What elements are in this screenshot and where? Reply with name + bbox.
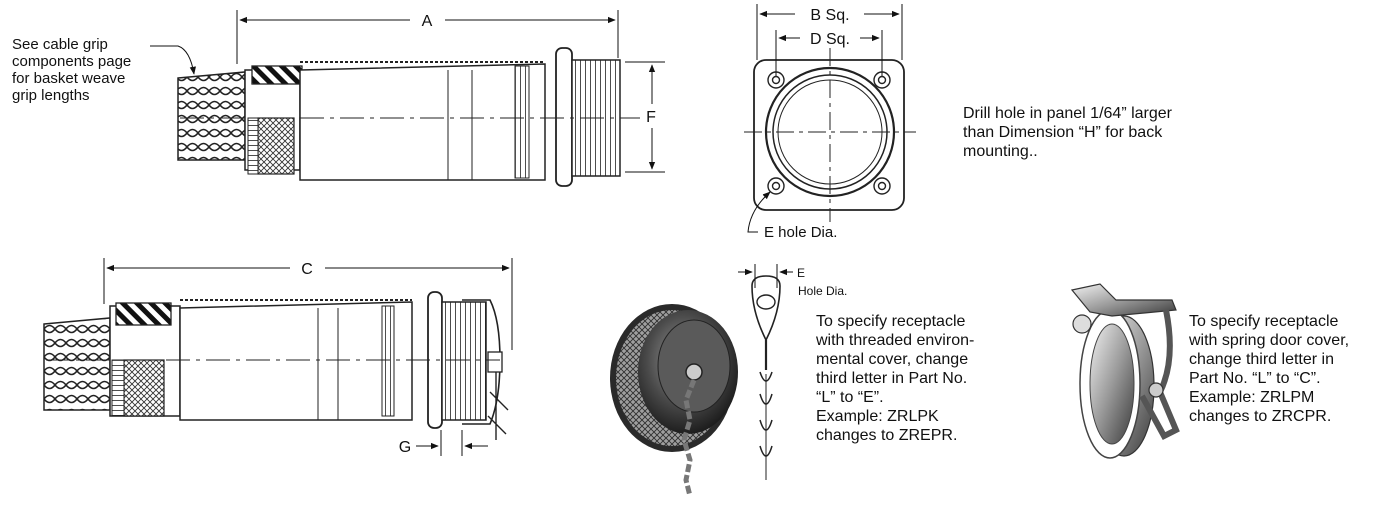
cable-grip-note-line: See cable grip — [12, 36, 108, 53]
cable-grip-leader — [150, 45, 196, 75]
panel-front-view — [744, 48, 916, 222]
dim-hole-dia-label: Hole Dia. — [798, 284, 847, 298]
drill-hole-note: Drill hole in panel 1/64” larger than Di… — [963, 104, 1172, 161]
dimension-g: G — [399, 430, 488, 456]
threaded-note-line: “L” to “E”. — [816, 389, 884, 406]
spring-note-line: with spring door cover, — [1189, 332, 1350, 349]
dim-f-label: F — [646, 109, 656, 126]
cable-grip-note-line: for basket weave — [12, 70, 126, 87]
cable-grip-note-line: components page — [12, 53, 132, 70]
dim-c-label: C — [301, 261, 313, 278]
top-connector-drawing — [177, 47, 640, 187]
dimension-a: A — [236, 10, 619, 64]
threaded-cover-illustration — [610, 304, 738, 497]
dimension-c: C — [103, 258, 513, 350]
chain-strap-drawing — [751, 275, 781, 480]
threaded-note-line: changes to ZREPR. — [816, 427, 958, 444]
dim-e-hole-label: E hole Dia. — [764, 224, 837, 241]
threaded-cover-note: To specify receptacle with threaded envi… — [816, 312, 974, 445]
dim-d-label: D Sq. — [810, 31, 850, 48]
spring-note-line: change third letter in — [1189, 351, 1334, 368]
dim-e-label: E — [797, 266, 805, 280]
spring-note-line: Part No. “L” to “C”. — [1189, 370, 1321, 387]
drill-note-line: Drill hole in panel 1/64” larger — [963, 105, 1172, 122]
spring-cover-note: To specify receptacle with spring door c… — [1189, 312, 1349, 426]
threaded-note-line: with threaded environ- — [816, 332, 975, 349]
spring-note-line: changes to ZRCPR. — [1189, 408, 1332, 425]
dimension-b: B Sq. — [756, 4, 903, 60]
drill-note-line: mounting.. — [963, 143, 1038, 160]
dimension-e: E Hole Dia. — [738, 264, 847, 298]
cable-grip-note-line: grip lengths — [12, 87, 90, 104]
threaded-note-line: third letter in Part No. — [816, 370, 968, 387]
dim-g-label: G — [399, 439, 411, 456]
spring-note-line: To specify receptacle — [1189, 313, 1339, 330]
bottom-connector-drawing — [43, 291, 509, 440]
threaded-note-line: Example: ZRLPK — [816, 408, 939, 425]
spring-cover-illustration — [1070, 283, 1180, 459]
dimension-d: D Sq. — [775, 30, 883, 76]
cable-grip-note: See cable grip components page for baske… — [12, 36, 131, 104]
threaded-note-line: To specify receptacle — [816, 313, 966, 330]
threaded-note-line: mental cover, change — [816, 351, 969, 368]
spring-note-line: Example: ZRLPM — [1189, 389, 1315, 406]
dim-a-label: A — [422, 13, 433, 30]
dim-b-label: B Sq. — [810, 7, 849, 24]
drill-note-line: than Dimension “H” for back — [963, 124, 1163, 141]
dimension-f: F — [625, 61, 665, 173]
e-hole-leader — [747, 191, 771, 233]
